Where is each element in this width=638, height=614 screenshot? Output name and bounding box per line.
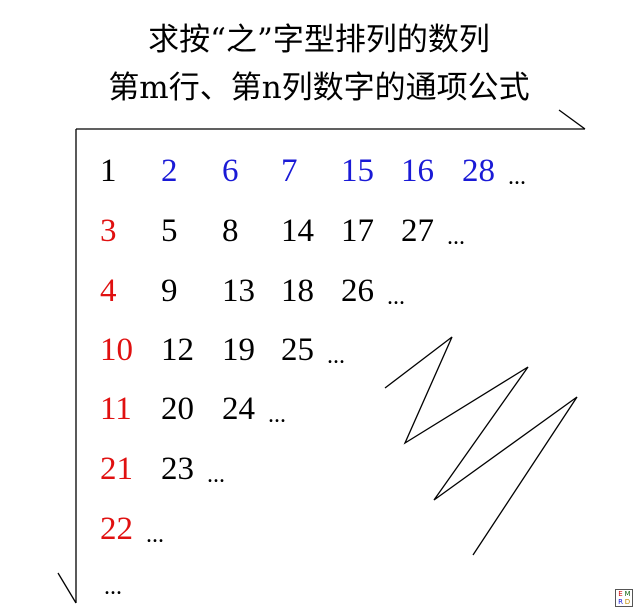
grid-row-1-ellipsis: ... (508, 164, 526, 190)
grid-cell-r2-c4: 14 (281, 213, 314, 249)
grid-cell-r3-c5: 26 (341, 273, 374, 309)
grid-cell-r4-c1: 10 (100, 332, 133, 368)
grid-cell-r5-c1: 11 (100, 391, 132, 427)
grid-cell-r5-c2: 20 (161, 391, 194, 427)
grid-cell-r4-c2: 12 (161, 332, 194, 368)
grid-row-3-ellipsis: ... (387, 284, 405, 310)
grid-cell-r3-c2: 9 (161, 273, 178, 309)
title-line-2: 第m行、第n列数字的通项公式 (108, 70, 530, 106)
grid-cell-r1-c2: 2 (161, 153, 178, 189)
grid-cell-r1-c6: 16 (401, 153, 434, 189)
grid-cell-r6-c1: 21 (100, 451, 133, 487)
grid-cell-r4-c4: 25 (281, 332, 314, 368)
grid-row-7-ellipsis: ... (146, 522, 164, 548)
title-line-1: 求按“之”字型排列的数列 (148, 22, 490, 58)
grid-cell-r3-c4: 18 (281, 273, 314, 309)
grid-cell-r2-c1: 3 (100, 213, 117, 249)
grid-cell-r1-c1: 1 (100, 153, 117, 189)
grid-cell-r2-c5: 17 (341, 213, 374, 249)
left-axis-arrowhead (57, 572, 77, 604)
grid-cell-r6-c2: 23 (161, 451, 194, 487)
grid-cell-r1-c5: 15 (341, 153, 374, 189)
grid-cell-r5-c3: 24 (222, 391, 255, 427)
grid-row-4-ellipsis: ... (327, 343, 345, 369)
grid-cell-r1-c3: 6 (222, 153, 239, 189)
grid-row-2-ellipsis: ... (447, 224, 465, 250)
zigzag-path (384, 336, 578, 556)
grid-cell-r4-c3: 19 (222, 332, 255, 368)
grid-cell-r3-c1: 4 (100, 273, 117, 309)
grid-cell-r3-c3: 13 (222, 273, 255, 309)
grid-row-5-ellipsis: ... (268, 402, 286, 428)
grid-cell-r1-c7: 28 (462, 153, 495, 189)
grid-row-6-ellipsis: ... (207, 462, 225, 488)
grid-cell-r2-c3: 8 (222, 213, 239, 249)
grid-cell-r1-c4: 7 (281, 153, 298, 189)
grid-cell-r2-c6: 27 (401, 213, 434, 249)
top-axis-arrowhead (558, 109, 586, 130)
grid-cell-r7-c1: 22 (100, 511, 133, 547)
grid-row-8-ellipsis: ... (104, 574, 122, 600)
grid-cell-r2-c2: 5 (161, 213, 178, 249)
